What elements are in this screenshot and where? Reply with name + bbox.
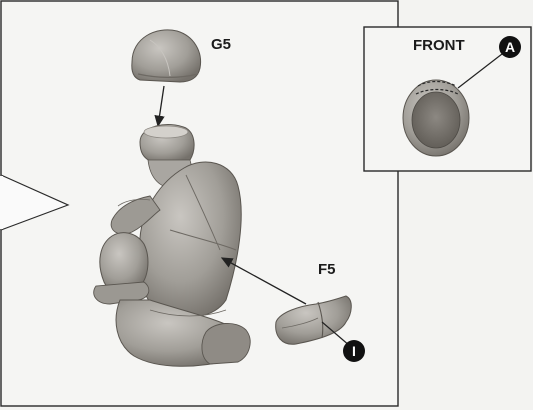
helmet-front-view [403, 80, 469, 156]
pouch-part-label: F5 [318, 262, 336, 277]
circled-letter-a-icon: A [499, 36, 521, 58]
helmet-part-label: G5 [211, 37, 231, 52]
inset-title: FRONT [413, 38, 465, 53]
circled-letter-i-icon: I [343, 340, 365, 362]
